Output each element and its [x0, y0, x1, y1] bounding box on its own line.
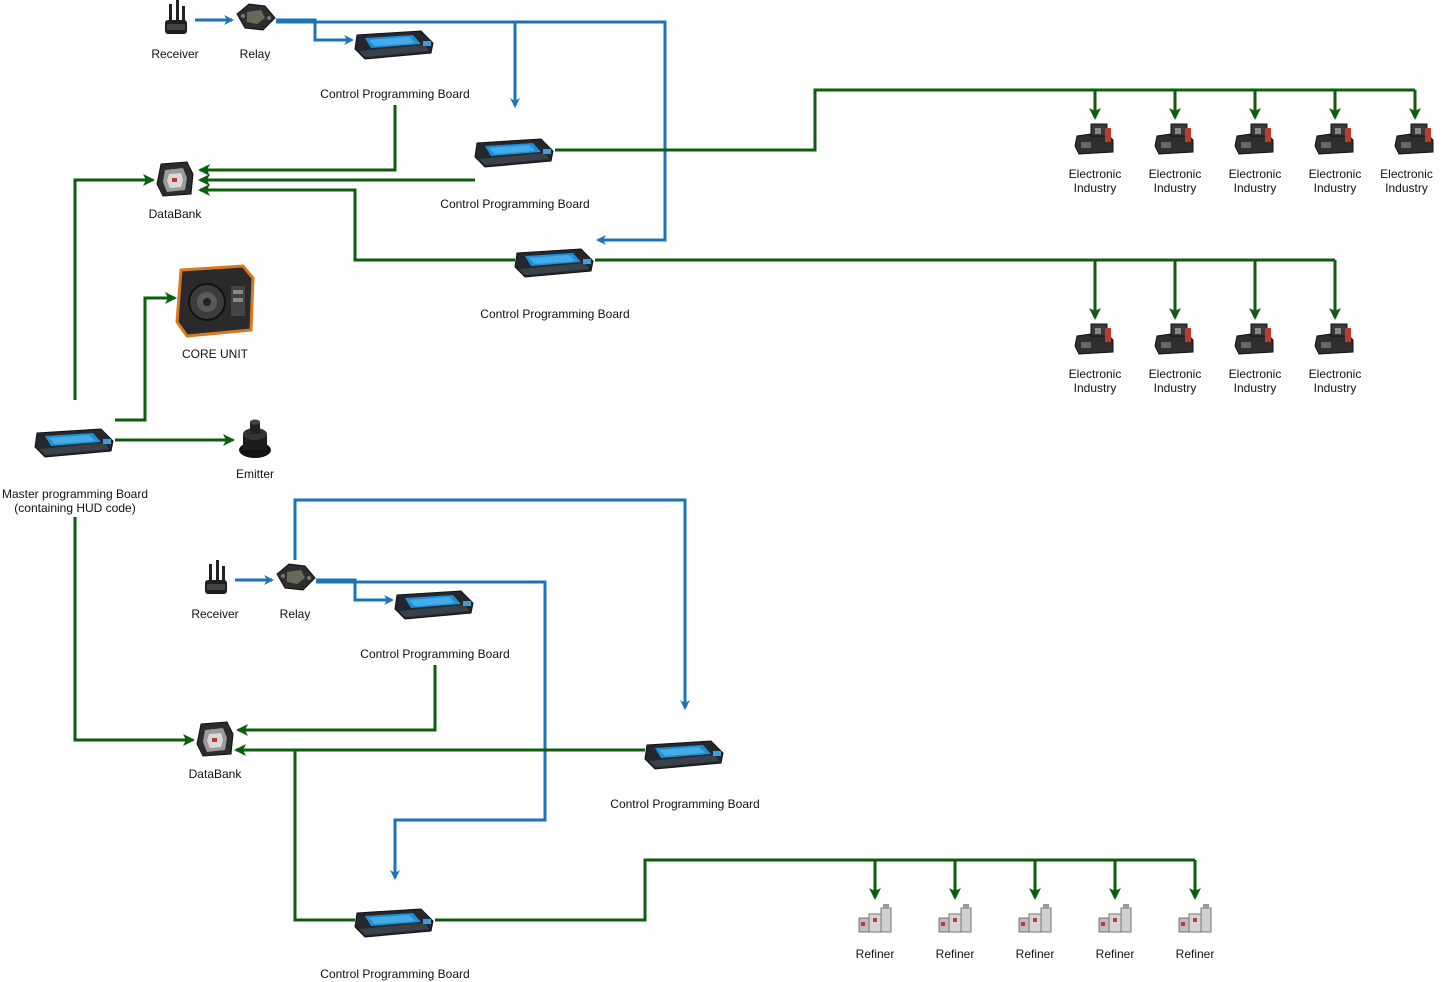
link-relay-cpb6 [316, 580, 547, 880]
emitter-label: Emitter [225, 467, 285, 481]
core-unit-icon[interactable] [175, 264, 255, 338]
programming-board-icon[interactable] [34, 428, 114, 458]
industry-label-line1: Electronic [1228, 367, 1282, 381]
programming-board-icon[interactable] [644, 740, 724, 770]
control-board-label: Control Programming Board [605, 797, 765, 811]
electronic-industry-icon[interactable] [1074, 323, 1114, 355]
refiner-icon[interactable] [1178, 903, 1212, 933]
industry-label-line1: Electronic [1068, 167, 1122, 181]
control-board-label: Control Programming Board [475, 307, 635, 321]
refiner-icon[interactable] [1098, 903, 1132, 933]
industry-label-line1: Electronic [1228, 167, 1282, 181]
refiner-icon[interactable] [1018, 903, 1052, 933]
databank-label: DataBank [140, 207, 210, 221]
industry-label-line1: Electronic [1308, 167, 1362, 181]
master-board-label-line1: Master programming Board [1, 487, 149, 501]
receiver-label: Receiver [145, 47, 205, 61]
industry-label-line1: Electronic [1148, 367, 1202, 381]
electronic-industry-icon[interactable] [1154, 123, 1194, 155]
relay-icon[interactable] [276, 563, 316, 591]
link-master-core [115, 292, 177, 422]
refiner-icon[interactable] [938, 903, 972, 933]
programming-board-icon[interactable] [354, 908, 434, 938]
industry-label-line2: Industry [1313, 181, 1357, 195]
programming-board-icon[interactable] [354, 30, 434, 60]
refiner-label: Refiner [1085, 947, 1145, 961]
industry-label-line2: Industry [1073, 181, 1117, 195]
relay-label: Relay [225, 47, 285, 61]
link-master-databank-bottom [73, 517, 195, 746]
master-board-label-line2: (containing HUD code) [14, 501, 136, 515]
link-cpb6-refiners [435, 858, 1195, 922]
receiver-icon[interactable] [205, 560, 227, 594]
industry-label-line2: Industry [1073, 381, 1117, 395]
electronic-industry-icon[interactable] [1154, 323, 1194, 355]
control-board-label: Control Programming Board [315, 87, 475, 101]
master-board-label: Master programming Board (containing HUD… [0, 487, 150, 515]
industry-label-line2: Industry [1233, 381, 1277, 395]
link-cpb4-databank [236, 665, 437, 736]
industry-label-line2: Industry [1153, 381, 1197, 395]
refiner-label: Refiner [925, 947, 985, 961]
electronic-industry-icon[interactable] [1234, 123, 1274, 155]
link-cpb2-industries [555, 88, 1415, 152]
programming-board-icon[interactable] [474, 138, 554, 168]
electronic-industry-icon[interactable] [1394, 123, 1434, 155]
industry-label-line2: Industry [1313, 381, 1357, 395]
industry-label-line1: Electronic [1068, 367, 1122, 381]
receiver-icon[interactable] [165, 0, 187, 34]
link-master-databank-top [73, 174, 155, 400]
link-cpb3-databank [198, 184, 515, 262]
electronic-industry-icon[interactable] [1314, 123, 1354, 155]
emitter-icon[interactable] [239, 419, 271, 459]
databank-label: DataBank [180, 767, 250, 781]
programming-board-icon[interactable] [514, 248, 594, 278]
link-cpb1-databank [198, 105, 397, 176]
industry-label-line1: Electronic [1308, 367, 1362, 381]
industry-label-line2: Industry [1153, 181, 1197, 195]
electronic-industry-icon[interactable] [1234, 323, 1274, 355]
industry-label-line1: Electronic [1148, 167, 1202, 181]
core-unit-label: CORE UNIT [170, 347, 260, 361]
receiver-label: Receiver [185, 607, 245, 621]
programming-board-icon[interactable] [394, 590, 474, 620]
link-relay-cpb4 [316, 578, 394, 605]
link-cpb6-databank [293, 750, 355, 922]
refiner-label: Refiner [845, 947, 905, 961]
control-board-label: Control Programming Board [355, 647, 515, 661]
databank-icon[interactable] [196, 721, 234, 757]
databank-icon[interactable] [156, 161, 194, 197]
control-board-label: Control Programming Board [315, 967, 475, 981]
link-relay-cpb5 [293, 498, 690, 710]
relay-label: Relay [265, 607, 325, 621]
refiner-label: Refiner [1165, 947, 1225, 961]
link-relay-cpb3 [276, 20, 667, 245]
refiner-label: Refiner [1005, 947, 1065, 961]
refiner-icon[interactable] [858, 903, 892, 933]
control-board-label: Control Programming Board [435, 197, 595, 211]
industry-label-line1: Electronic [1380, 167, 1433, 181]
electronic-industry-icon[interactable] [1074, 123, 1114, 155]
industry-label-line2: Industry [1233, 181, 1277, 195]
relay-icon[interactable] [236, 3, 276, 31]
link-relay-cpb1 [276, 18, 354, 45]
electronic-industry-icon[interactable] [1314, 323, 1354, 355]
industry-label-line2: Industry [1385, 181, 1428, 195]
